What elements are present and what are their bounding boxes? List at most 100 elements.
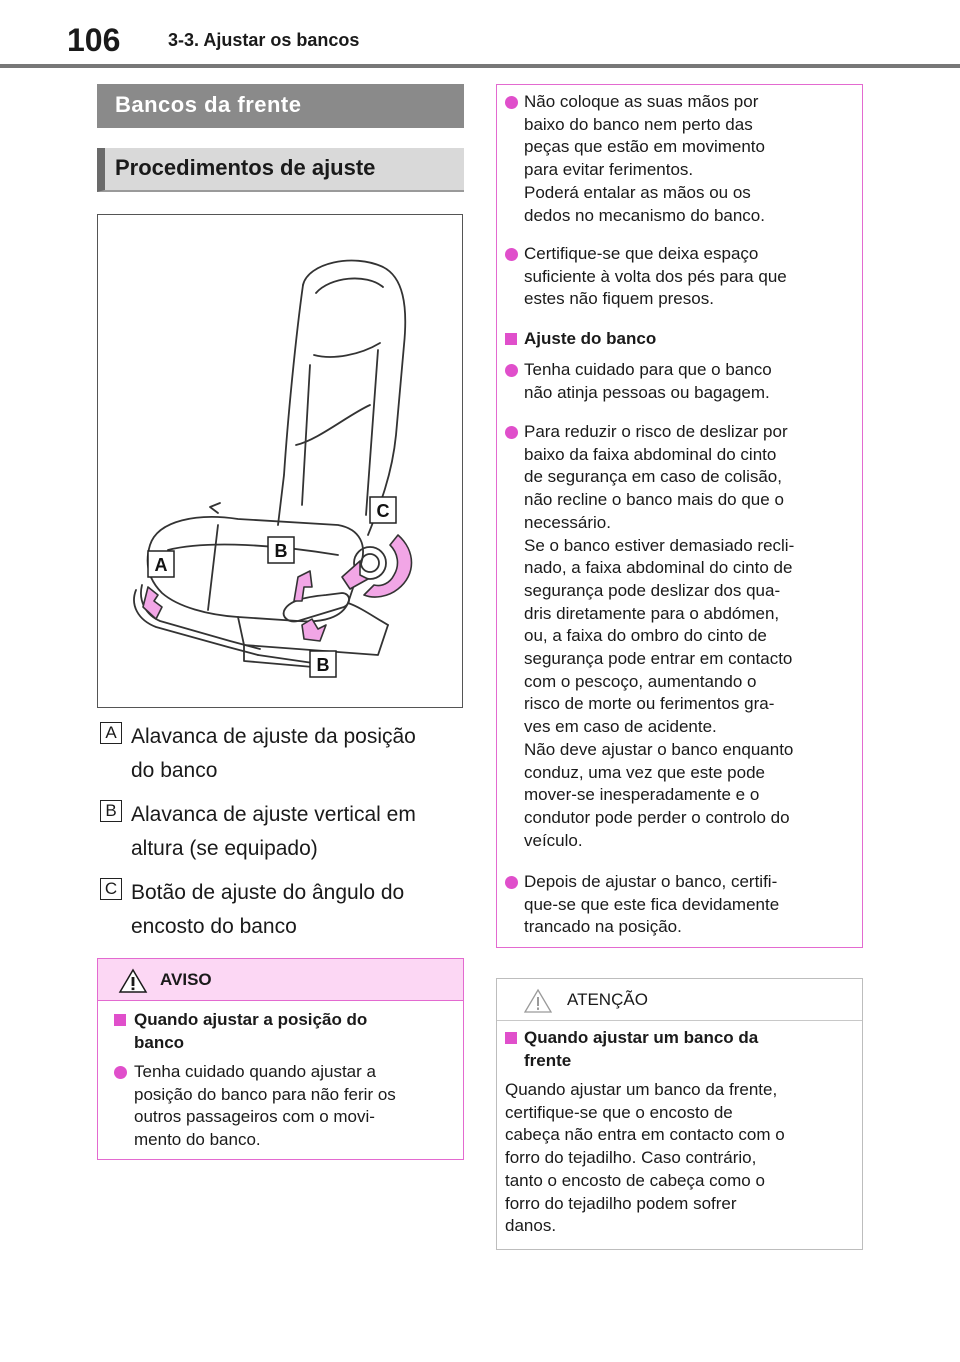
w4-line10: ou, a faixa do ombro do cinto de (524, 626, 767, 646)
w1-line2: baixo do banco nem perto das (524, 114, 753, 134)
w2-line2: suficiente à volta dos pés para que (524, 266, 787, 286)
w4-line9: dris diretamente para o abdómen, (524, 603, 780, 623)
label-c-box (369, 496, 397, 524)
legend-key-c: C (100, 878, 122, 900)
legend-text-c: Botão de ajuste do ângulo do encosto do … (131, 876, 461, 944)
atencao-line7: danos. (505, 1216, 557, 1236)
subsection-banner-title: Procedimentos de ajuste (115, 155, 376, 180)
subsection-banner: Procedimentos de ajuste (97, 148, 464, 192)
legend-a-line1: Alavanca de ajuste da posição (131, 725, 416, 748)
seat-hinge (209, 502, 221, 514)
seat-drawing: A B C B (133, 259, 413, 678)
atencao-body: Quando ajustar um banco da frente, certi… (505, 1079, 855, 1238)
arrow-c-left (341, 560, 369, 590)
w2-line3: estes não fiquem presos. (524, 289, 714, 309)
w4-line16: conduz, uma vez que este pode (524, 762, 765, 782)
round-bullet-icon (505, 364, 518, 377)
backrest-panel-left (301, 364, 311, 506)
w5-line3: trancado na posição. (524, 917, 682, 937)
w4-line4: não recline o banco mais do que o (524, 490, 784, 510)
atencao-heading-line1: Quando ajustar um banco da (524, 1028, 759, 1047)
aviso-header: AVISO (98, 959, 463, 1001)
warning-heading-text: Ajuste do banco (524, 329, 657, 348)
headrest-line (315, 277, 384, 294)
round-bullet-icon (114, 1066, 127, 1079)
cushion-divider (207, 524, 219, 611)
w4-line2: baixo da faixa abdominal do cinto (524, 444, 777, 464)
aviso-line4: mento do banco. (134, 1130, 261, 1150)
backrest-outline (302, 259, 407, 536)
atencao-header: ATENÇÃO (497, 979, 862, 1021)
label-a: A (155, 555, 168, 575)
aviso-box: AVISO Quando ajustar a posição do banco … (97, 958, 464, 1160)
w1-line6: dedos no mecanismo do banco. (524, 205, 765, 225)
w4-line1: Para reduzir o risco de deslizar por (524, 422, 788, 441)
w4-line19: veículo. (524, 830, 583, 850)
round-bullet-icon (505, 876, 518, 889)
arrow-c-ring (363, 534, 413, 598)
atencao-heading-line2: frente (524, 1050, 572, 1070)
round-bullet-icon (505, 96, 518, 109)
height-lever (282, 592, 350, 623)
label-c: C (377, 501, 390, 521)
aviso-heading-line2: banco (134, 1032, 185, 1052)
w1-line1: Não coloque as suas mãos por (524, 92, 759, 111)
w4-line15: Não deve ajustar o banco enquanto (524, 739, 794, 759)
recline-knob-inner (360, 553, 380, 573)
w4-line17: mover-se inesperadamente e o (524, 785, 760, 805)
atencao-line5: tanto o encosto de cabeça como o (505, 1170, 765, 1190)
legend-b-line2: altura (se equipado) (131, 837, 318, 860)
w1-line5: Poderá entalar as mãos ou os (524, 182, 751, 202)
caution-triangle-icon (523, 988, 553, 1013)
arrow-b-up (293, 570, 313, 602)
label-a-box (147, 550, 175, 578)
atencao-line2: certifique-se que o encosto de (505, 1102, 733, 1122)
seat-illustration: A B C B (97, 214, 463, 708)
w3-line2: não atinja pessoas ou bagagem. (524, 382, 770, 402)
aviso-title: AVISO (160, 970, 212, 989)
warning-triangle-icon (118, 968, 148, 993)
chapter-banner-title: Bancos da frente (115, 92, 302, 117)
w4-line13: risco de morte ou ferimentos gra- (524, 694, 775, 714)
backrest-left-edge (277, 284, 304, 526)
legend-key-a: A (100, 722, 122, 744)
warning-continuation-box: Não coloque as suas mãos por baixo do ba… (496, 84, 863, 948)
recline-knob (353, 546, 387, 580)
w4-line18: condutor pode perder o controlo do (524, 807, 790, 827)
seat-cushion (146, 516, 364, 623)
legend-key-b: B (100, 800, 122, 822)
legend-b-line1: Alavanca de ajuste vertical em (131, 803, 416, 826)
w4-line6: Se o banco estiver demasiado recli- (524, 535, 795, 555)
section-title: 3-3. Ajustar os bancos (168, 30, 360, 50)
backrest-seam-mid (295, 404, 371, 446)
arrow-b-down (301, 618, 327, 642)
backrest-panel-right (365, 349, 379, 516)
label-b-top: B (275, 541, 288, 561)
aviso-heading-line1: Quando ajustar a posição do (134, 1010, 368, 1029)
atencao-title: ATENÇÃO (567, 990, 648, 1009)
atencao-line4: forro do tejadilho. Caso contrário, (505, 1148, 757, 1168)
w4-line7: nado, a faixa abdominal do cinto de (524, 558, 793, 578)
legend-c-line1: Botão de ajuste do ângulo do (131, 881, 405, 904)
square-bullet-icon (114, 1014, 126, 1026)
atencao-line6: forro do tejadilho podem sofrer (505, 1193, 737, 1213)
label-b-top-box (267, 536, 295, 564)
position-lever-bar (133, 589, 259, 656)
w2-line1: Certifique-se que deixa espaço (524, 244, 759, 263)
header-rule (0, 64, 960, 68)
w4-line8: segurança pode deslizar dos qua- (524, 580, 781, 600)
legend-text-b: Alavanca de ajuste vertical em altura (s… (131, 798, 461, 866)
w5-line1: Depois de ajustar o banco, certifi- (524, 872, 778, 891)
backrest-seam-top (313, 342, 381, 358)
w5-line2: que-se que este fica devidamente (524, 894, 780, 914)
w1-line3: peças que estão em movimento (524, 137, 765, 157)
atencao-line1: Quando ajustar um banco da frente, (505, 1080, 778, 1099)
round-bullet-icon (505, 248, 518, 261)
square-bullet-icon (505, 1032, 517, 1044)
square-bullet-icon (505, 333, 517, 345)
label-b-bottom-box (309, 650, 337, 678)
label-b-bottom: B (317, 655, 330, 675)
w1-line4: para evitar ferimentos. (524, 160, 694, 180)
w4-line11: segurança pode entrar em contacto (524, 649, 793, 669)
atencao-line3: cabeça não entra em contacto com o (505, 1125, 785, 1145)
